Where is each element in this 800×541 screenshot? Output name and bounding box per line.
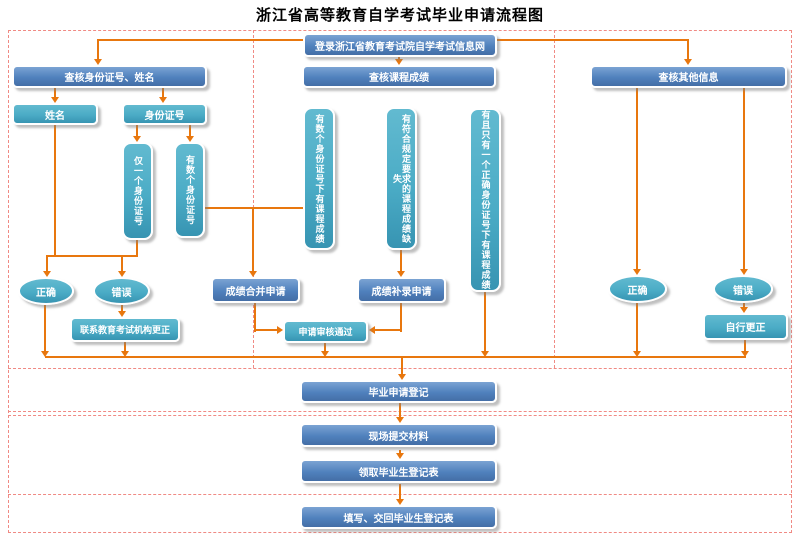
node-correct-left: 正确 xyxy=(18,277,74,305)
arrowhead-down-icon xyxy=(186,136,194,142)
node-wrong-left: 错误 xyxy=(93,277,150,305)
arrowhead-down-icon xyxy=(41,351,49,357)
arrowhead-down-icon xyxy=(94,59,102,65)
node-wrong-right: 错误 xyxy=(713,275,773,303)
flow-line xyxy=(744,340,746,352)
arrowhead-down-icon xyxy=(396,499,404,505)
page-title: 浙江省高等教育自学考试毕业申请流程图 xyxy=(255,7,544,24)
flow-line xyxy=(375,329,401,331)
node-review-pass: 申请审核通过 xyxy=(283,320,368,343)
flow-line xyxy=(46,257,48,272)
node-receive-form: 领取毕业生登记表 xyxy=(300,459,497,483)
flow-line xyxy=(254,329,278,331)
node-scores-under-several: 有数个身份证号下有课程成绩 xyxy=(303,107,335,250)
arrowhead-down-icon xyxy=(684,59,692,65)
flow-line xyxy=(54,125,56,256)
node-supplement-apply: 成绩补录申请 xyxy=(357,277,446,303)
flow-line xyxy=(254,303,256,332)
node-check-id: 查核身份证号、姓名 xyxy=(12,65,207,88)
arrowhead-down-icon xyxy=(740,269,748,275)
arrowhead-down-icon xyxy=(321,351,329,357)
node-submit-materials: 现场提交材料 xyxy=(300,423,497,447)
arrowhead-right-icon xyxy=(277,326,283,334)
arrowhead-down-icon xyxy=(118,311,126,317)
flow-line xyxy=(484,292,486,352)
node-correct-right: 正确 xyxy=(608,275,667,303)
flow-line xyxy=(401,357,403,375)
lane-line xyxy=(8,532,792,533)
node-fill-return: 填写、交回毕业生登记表 xyxy=(300,505,497,529)
flow-line xyxy=(98,39,304,41)
arrowhead-down-icon xyxy=(51,97,59,103)
arrowhead-down-icon xyxy=(395,59,403,65)
lane-line xyxy=(8,368,792,369)
arrowhead-down-icon xyxy=(133,136,141,142)
node-id-number: 身份证号 xyxy=(122,103,207,125)
arrowhead-down-icon xyxy=(633,269,641,275)
flow-line xyxy=(162,88,164,98)
arrowhead-down-icon xyxy=(396,453,404,459)
lane-line xyxy=(8,30,9,533)
flow-line xyxy=(97,39,99,60)
node-only-one-id: 仅一个身份证号 xyxy=(122,142,153,240)
flow-line xyxy=(400,303,402,332)
lane-line xyxy=(8,30,792,31)
arrowhead-down-icon xyxy=(43,271,51,277)
arrowhead-down-icon xyxy=(396,417,404,423)
flow-line xyxy=(136,240,138,256)
arrowhead-down-icon xyxy=(397,271,405,277)
arrowhead-down-icon xyxy=(740,307,748,313)
arrowhead-down-icon xyxy=(159,97,167,103)
arrowhead-down-icon xyxy=(481,351,489,357)
node-several-id: 有数个身份证号 xyxy=(174,142,205,238)
flow-line xyxy=(636,303,638,352)
flow-line xyxy=(743,303,745,308)
node-grad-register: 毕业申请登记 xyxy=(300,380,497,403)
arrowhead-left-icon xyxy=(369,326,375,334)
flow-line xyxy=(44,305,46,352)
arrowhead-down-icon xyxy=(741,351,749,357)
flow-line xyxy=(121,257,123,272)
flow-line xyxy=(636,88,638,270)
node-self-correct: 自行更正 xyxy=(703,313,788,340)
flow-line xyxy=(399,403,401,418)
node-scores-under-one: 有且只有一个正确身份证号下有课程成绩 xyxy=(469,108,501,292)
flow-line xyxy=(497,39,689,41)
node-check-other: 查核其他信息 xyxy=(590,65,787,88)
flow-line xyxy=(136,125,138,137)
flow-line xyxy=(743,88,745,270)
node-merge-apply: 成绩合并申请 xyxy=(211,277,300,303)
flow-line xyxy=(252,208,254,272)
lane-line xyxy=(253,30,254,368)
lane-line xyxy=(554,30,555,368)
arrowhead-down-icon xyxy=(118,271,126,277)
flow-line xyxy=(324,343,326,352)
arrowhead-down-icon xyxy=(398,374,406,380)
arrowhead-down-icon xyxy=(121,351,129,357)
arrowhead-down-icon xyxy=(249,271,257,277)
flow-line xyxy=(400,250,402,272)
flow-line xyxy=(54,88,56,98)
flow-line xyxy=(45,356,746,358)
node-check-course: 查核课程成绩 xyxy=(302,65,496,88)
flow-line xyxy=(121,305,123,312)
flow-line xyxy=(189,125,191,137)
node-name: 姓名 xyxy=(12,103,98,125)
flow-line xyxy=(687,39,689,60)
flow-line xyxy=(124,342,126,352)
node-contact-correct: 联系教育考试机构更正 xyxy=(70,317,180,342)
node-scores-missing: 有符合规定要求的课程成绩缺失 xyxy=(385,107,417,250)
flow-line xyxy=(205,207,304,209)
lane-line xyxy=(791,30,792,533)
flow-line xyxy=(399,484,401,500)
flow-line xyxy=(399,450,401,454)
arrowhead-down-icon xyxy=(633,351,641,357)
flow-line xyxy=(398,57,400,60)
node-login: 登录浙江省教育考试院自学考试信息网 xyxy=(303,33,497,57)
flow-line xyxy=(46,255,138,257)
